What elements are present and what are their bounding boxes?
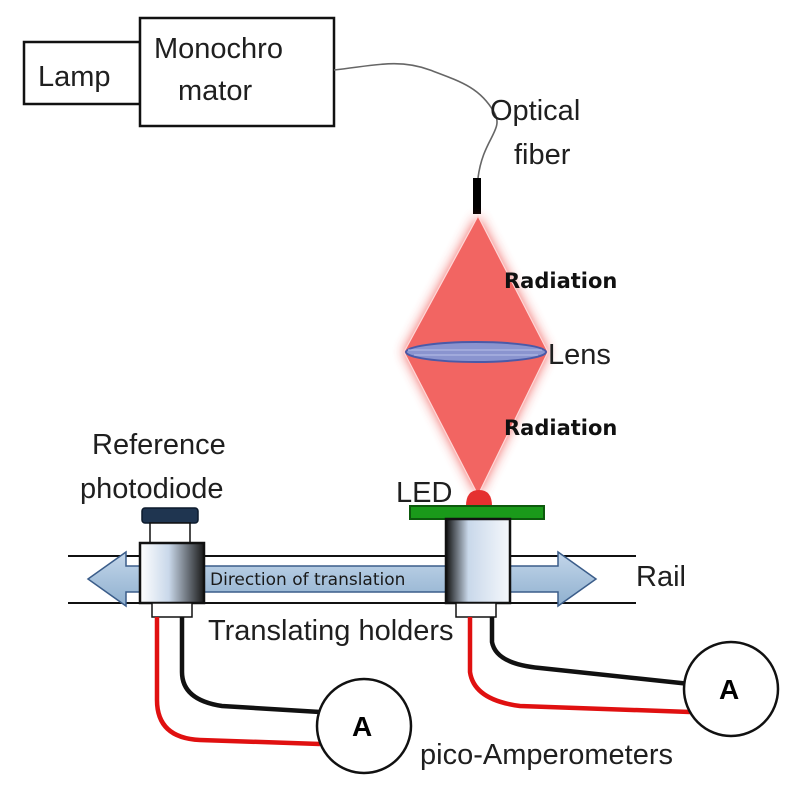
left-holder [138, 541, 206, 605]
ammeter-right [682, 640, 780, 738]
lens [405, 341, 547, 363]
lamp-box [22, 40, 142, 106]
photodiode-cap [141, 507, 199, 524]
reference-photodiode-label-2: photodiode [80, 473, 224, 505]
ammeter-left [315, 677, 413, 775]
ammeter-left-label: A [352, 711, 372, 742]
led-emitter [466, 490, 492, 506]
monochromator-label-1: Monochro [154, 33, 283, 65]
optical-fiber-label-2: fiber [514, 139, 571, 171]
pico-amperometers-label: pico-Amperometers [420, 739, 673, 771]
right-holder [444, 517, 512, 605]
lamp-label: Lamp [38, 61, 111, 93]
monochromator-label-2: mator [178, 75, 252, 107]
right-holder-base [455, 602, 497, 618]
reference-photodiode-label-1: Reference [92, 429, 226, 461]
direction-arrow [86, 550, 598, 608]
fiber-tip [473, 178, 481, 214]
rail-label: Rail [636, 561, 686, 593]
right-wire-red [467, 617, 691, 715]
left-holder-base [151, 602, 193, 618]
lens-label: Lens [548, 339, 611, 371]
radiation-label-bottom: Radiation [504, 416, 617, 440]
monochromator-box [138, 16, 336, 128]
led-label: LED [396, 477, 452, 509]
led-board [409, 505, 545, 520]
optical-fiber-label-1: Optical [490, 95, 580, 127]
radiation-label-top: Radiation [504, 269, 617, 293]
direction-label: Direction of translation [210, 570, 405, 590]
left-wire-black [179, 617, 321, 715]
translating-holders-label: Translating holders [208, 615, 454, 647]
right-wire-black [489, 617, 691, 687]
ammeter-right-label: A [719, 674, 739, 705]
left-wire-red [154, 617, 321, 747]
optical-fiber-cable [333, 62, 498, 179]
